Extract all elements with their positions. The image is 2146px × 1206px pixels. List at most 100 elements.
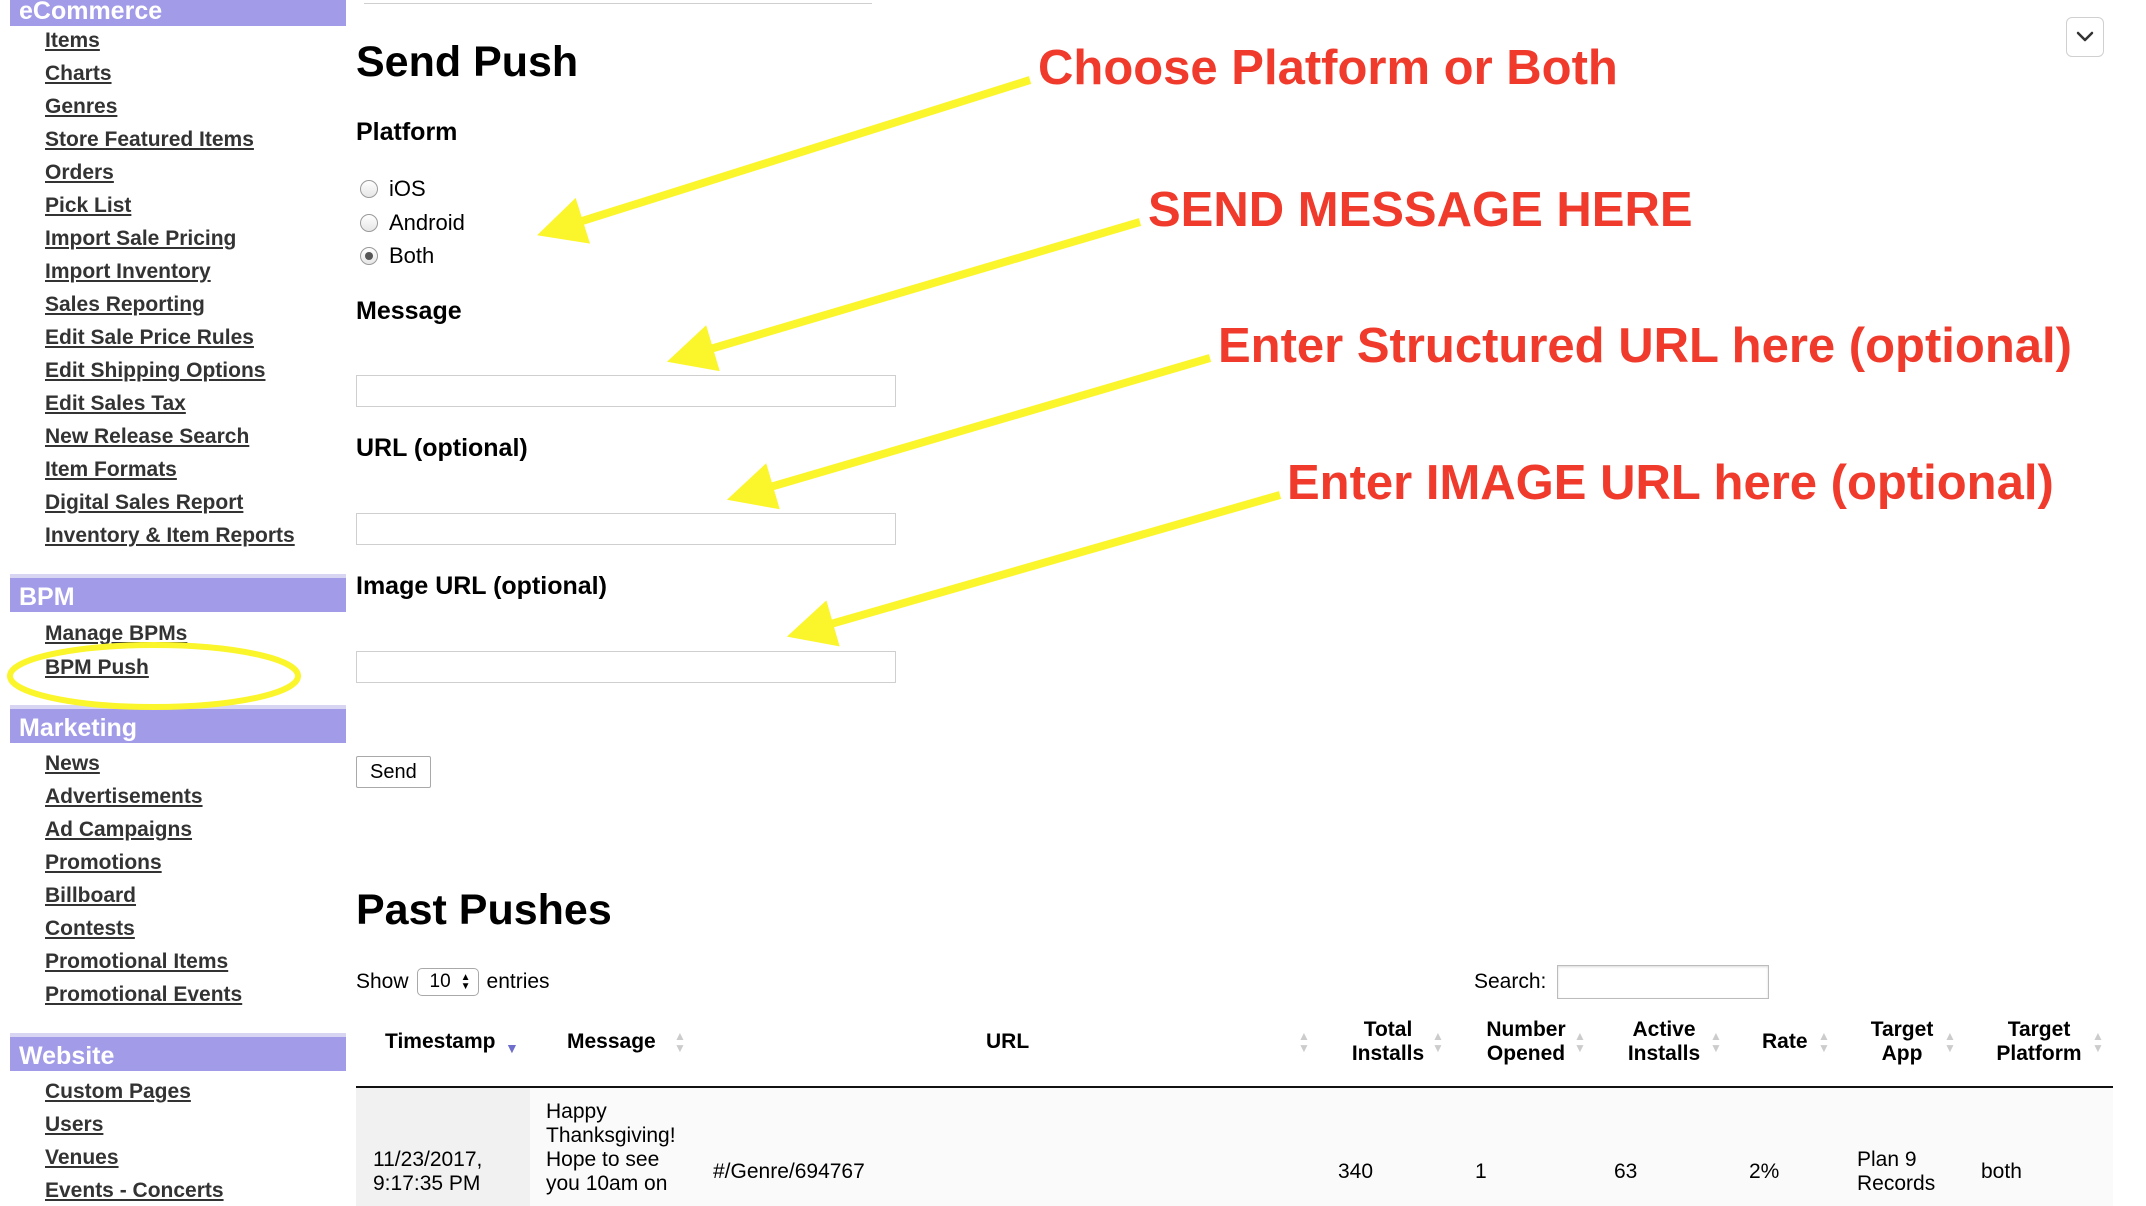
url-input[interactable] [356, 513, 896, 545]
sidebar-item-bpm-push[interactable]: BPM Push [45, 656, 149, 679]
collapse-button[interactable] [2066, 17, 2104, 57]
sidebar-item-events-concerts[interactable]: Events - Concerts [45, 1179, 224, 1202]
sort-icon: ▲▼ [2092, 1029, 2104, 1055]
column-header-target-app[interactable]: Target App [1870, 1018, 1934, 1065]
platform-option-label: iOS [389, 176, 426, 201]
sort-icon: ▲▼ [1710, 1029, 1722, 1055]
past-pushes-title: Past Pushes [356, 886, 612, 934]
select-arrows-icon: ▲▼ [460, 972, 471, 992]
row-background [530, 1088, 2113, 1206]
sidebar-item-contests[interactable]: Contests [45, 917, 135, 940]
sort-icon: ▲▼ [674, 1029, 686, 1055]
cell-target-app: Plan 9 Records [1857, 1148, 1936, 1195]
radio-both[interactable] [360, 247, 378, 265]
show-label: Show [356, 970, 409, 993]
annotation-structured-url: Enter Structured URL here (optional) [1218, 319, 2072, 373]
cell-target-platform: both [1981, 1160, 2022, 1183]
arrow-to-url [726, 354, 1212, 510]
sidebar-item-advertisements[interactable]: Advertisements [45, 785, 203, 808]
page-size-select[interactable]: 10 ▲▼ [416, 968, 479, 996]
sidebar-item-new-release-search[interactable]: New Release Search [45, 425, 250, 448]
sidebar-item-orders[interactable]: Orders [45, 161, 114, 184]
sidebar-item-item-formats[interactable]: Item Formats [45, 458, 177, 481]
sidebar-item-import-sale-pricing[interactable]: Import Sale Pricing [45, 227, 237, 250]
cell-message: Happy Thanksgiving! Hope to see you 10am… [546, 1100, 676, 1195]
sidebar-item-store-featured-items[interactable]: Store Featured Items [45, 128, 254, 151]
search-input[interactable] [1557, 965, 1769, 999]
sidebar-item-ad-campaigns[interactable]: Ad Campaigns [45, 818, 193, 841]
sort-icon: ▲▼ [1432, 1029, 1444, 1055]
column-header-target-platform[interactable]: Target Platform [1996, 1018, 2082, 1065]
column-header-number-opened[interactable]: Number Opened [1486, 1018, 1566, 1065]
search-label: Search: [1474, 970, 1547, 993]
radio-ios[interactable] [360, 180, 378, 198]
send-push-title: Send Push [356, 38, 579, 86]
sidebar-item-promotions[interactable]: Promotions [45, 851, 162, 874]
page-size-control: Show 10 ▲▼ entries [356, 968, 550, 996]
arrow-to-platform [537, 76, 1032, 244]
sort-icon: ▲▼ [1818, 1029, 1830, 1055]
arrow-to-image-url [786, 491, 1282, 647]
column-header-timestamp[interactable]: Timestamp [385, 1030, 496, 1053]
sidebar-item-edit-shipping-options[interactable]: Edit Shipping Options [45, 359, 266, 382]
cell-rate: 2% [1749, 1160, 1780, 1183]
platform-option-label: Android [389, 210, 465, 235]
sidebar-item-billboard[interactable]: Billboard [45, 884, 137, 907]
sidebar-item-items[interactable]: Items [45, 29, 100, 52]
cell-url: #/Genre/694767 [713, 1160, 865, 1183]
cell-total-installs: 340 [1338, 1160, 1374, 1183]
sidebar-item-genres[interactable]: Genres [45, 95, 118, 118]
sort-icon: ▲▼ [1574, 1029, 1586, 1055]
sidebar-item-edit-sales-tax[interactable]: Edit Sales Tax [45, 392, 186, 415]
platform-label: Platform [356, 118, 458, 146]
column-header-url[interactable]: URL [986, 1030, 1030, 1053]
sidebar-item-charts[interactable]: Charts [45, 62, 112, 85]
bpm-push-highlight [7, 642, 301, 710]
column-header-total-installs[interactable]: Total Installs [1351, 1018, 1425, 1065]
cell-active-installs: 63 [1614, 1160, 1638, 1183]
sidebar-item-promotional-items[interactable]: Promotional Items [45, 950, 229, 973]
sort-icon: ▲▼ [1944, 1029, 1956, 1055]
sidebar-item-news[interactable]: News [45, 752, 100, 775]
table-header-divider [356, 1086, 2113, 1088]
column-header-rate[interactable]: Rate [1762, 1030, 1808, 1053]
sidebar-item-inventory-item-reports[interactable]: Inventory & Item Reports [45, 524, 295, 547]
section-header-bpm: BPM [10, 574, 346, 612]
sidebar-item-promotional-events[interactable]: Promotional Events [45, 983, 243, 1006]
message-label: Message [356, 297, 462, 325]
sidebar-item-custom-pages[interactable]: Custom Pages [45, 1080, 191, 1103]
platform-option-ios[interactable]: iOS [360, 176, 426, 202]
cell-number-opened: 1 [1475, 1160, 1487, 1183]
entries-label: entries [486, 970, 550, 993]
sidebar-item-sales-reporting[interactable]: Sales Reporting [45, 293, 205, 316]
column-header-message[interactable]: Message [567, 1030, 656, 1053]
annotation-image-url: Enter IMAGE URL here (optional) [1287, 456, 2054, 510]
sorted-column-cell [356, 1088, 530, 1206]
sidebar: eCommerce Items Charts Genres Store Feat… [0, 0, 355, 1206]
sidebar-item-pick-list[interactable]: Pick List [45, 194, 132, 217]
page-size-value: 10 [429, 971, 451, 992]
platform-option-both[interactable]: Both [360, 243, 434, 269]
arrow-to-message [666, 218, 1142, 372]
chevron-down-icon [2076, 31, 2094, 42]
section-header-website: Website [10, 1033, 346, 1071]
annotation-choose-platform: Choose Platform or Both [1038, 41, 1618, 95]
sidebar-item-digital-sales-report[interactable]: Digital Sales Report [45, 491, 244, 514]
sidebar-item-import-inventory[interactable]: Import Inventory [45, 260, 211, 283]
send-button[interactable]: Send [356, 756, 431, 788]
radio-android[interactable] [360, 214, 378, 232]
table-row[interactable]: 11/23/2017, 9:17:35 PM Happy Thanksgivin… [356, 1088, 2113, 1206]
platform-option-android[interactable]: Android [360, 210, 465, 236]
column-header-active-installs[interactable]: Active Installs [1627, 1018, 1701, 1065]
sort-icon: ▲▼ [1298, 1029, 1310, 1055]
sidebar-item-manage-bpms[interactable]: Manage BPMs [45, 622, 188, 645]
image-url-label: Image URL (optional) [356, 572, 607, 600]
cell-timestamp: 11/23/2017, 9:17:35 PM [373, 1148, 483, 1195]
image-url-input[interactable] [356, 651, 896, 683]
sidebar-item-edit-sale-price-rules[interactable]: Edit Sale Price Rules [45, 326, 254, 349]
platform-option-label: Both [389, 243, 435, 268]
message-input[interactable] [356, 375, 896, 407]
sidebar-item-venues[interactable]: Venues [45, 1146, 119, 1169]
sidebar-item-users[interactable]: Users [45, 1113, 104, 1136]
